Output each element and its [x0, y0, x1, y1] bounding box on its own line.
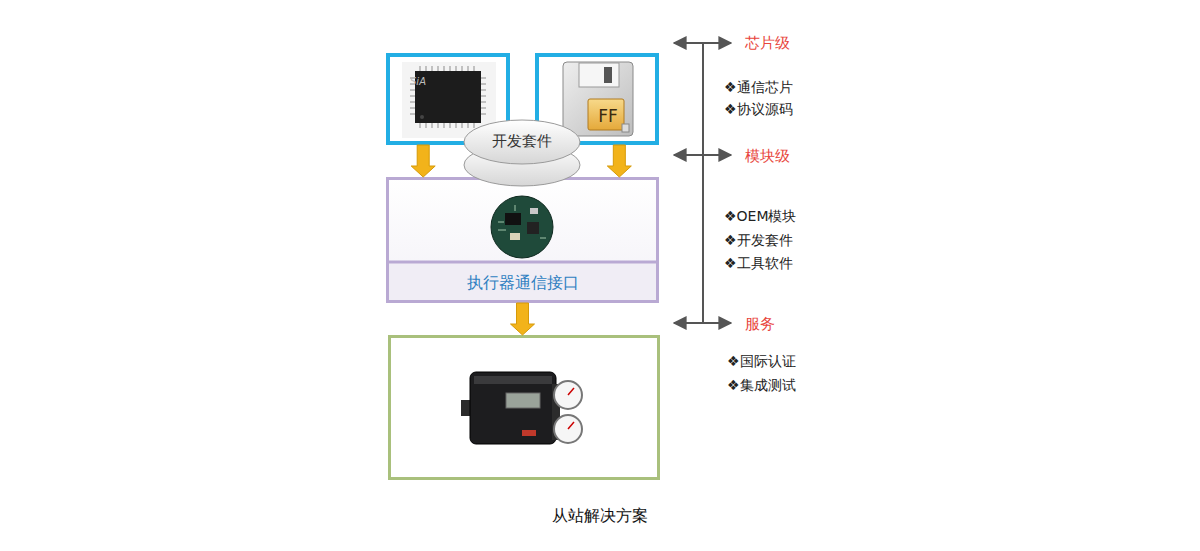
board-trace [498, 205, 546, 238]
bullet-item: ❖通信芯片 [724, 79, 793, 96]
gauge-needle [568, 422, 574, 429]
level-tick [674, 42, 731, 44]
interface-band [386, 262, 659, 303]
node-text: 开发套件 [462, 132, 582, 150]
flow-arrow [411, 145, 435, 177]
nameplate [522, 430, 536, 436]
band-divider [386, 261, 659, 264]
floppy-slot [604, 67, 612, 83]
level-bracket [674, 43, 731, 323]
board-chip [505, 213, 521, 225]
cylinder-outline [462, 118, 582, 188]
gauge-needle [568, 388, 574, 395]
node-text: SiA [410, 76, 450, 88]
board-part [510, 233, 520, 240]
bracket-line [702, 43, 704, 323]
level-label: 芯片级 [745, 34, 790, 52]
floppy-tab [622, 124, 629, 132]
board-part [530, 208, 538, 214]
box-fill [388, 335, 660, 480]
level-label: 服务 [745, 315, 775, 333]
bullet-item: ❖集成测试 [727, 377, 796, 394]
positioner-illustration [455, 345, 591, 473]
box-fill [386, 177, 659, 303]
bullet-item: ❖国际认证 [727, 353, 796, 370]
bullet-item: ❖开发套件 [724, 232, 793, 249]
level-label: 模块级 [745, 147, 790, 165]
bullet-item: ❖OEM模块 [724, 208, 797, 225]
chip-dot [420, 115, 424, 119]
board-chip [527, 222, 539, 234]
photo-bg [455, 345, 591, 473]
bullet-item: ❖协议源码 [724, 101, 793, 118]
node-text: FF [588, 106, 628, 126]
gauge [554, 381, 582, 409]
flow-arrow [511, 303, 535, 335]
housing-top [474, 376, 552, 384]
circuit-board [491, 196, 553, 258]
level-tick [674, 154, 731, 156]
module-box: 执行器通信接口 [386, 177, 659, 303]
floppy-body [563, 62, 633, 136]
figure-caption: 从站解决方案 [0, 506, 1200, 527]
device-box [388, 335, 660, 480]
housing [470, 372, 556, 444]
chip-pins [410, 66, 486, 128]
node-text: 执行器通信接口 [389, 273, 656, 292]
flow-arrow [607, 145, 631, 177]
level-tick [674, 322, 731, 324]
display [506, 393, 540, 408]
bullet-item: ❖工具软件 [724, 255, 793, 272]
floppy-illustration [563, 62, 633, 136]
floppy-shutter [579, 63, 619, 87]
gauge [554, 415, 582, 443]
board-disc [491, 196, 553, 258]
kit-cylinder: 开发套件 [462, 118, 582, 188]
